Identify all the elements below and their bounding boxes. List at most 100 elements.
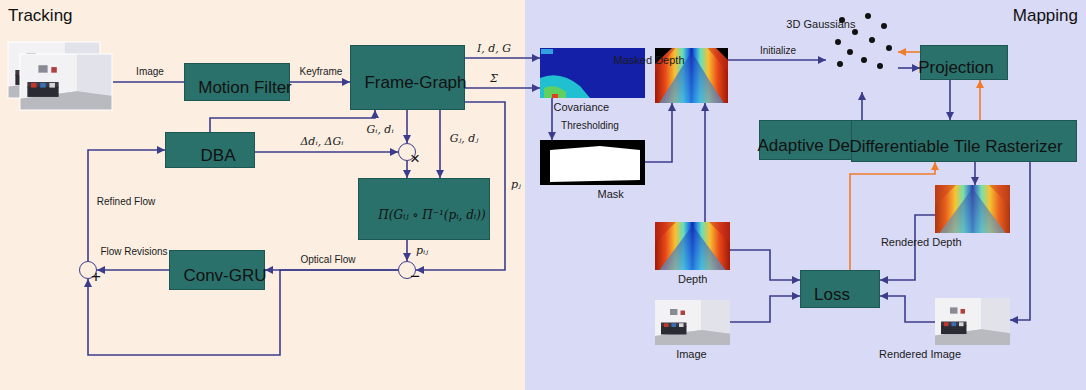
edge-label: Initialize [760, 45, 796, 57]
masked-depth-map [655, 48, 728, 103]
operator-symbol: + [91, 268, 101, 285]
flow-arrow [406, 161, 408, 178]
flow-arrow [728, 59, 826, 61]
edge-label: Refined Flow [97, 196, 155, 208]
process-box: Π(Gᵢⱼ ∘ Π⁻¹(pᵢ, dᵢ)) [358, 178, 490, 240]
gaussian-dot [835, 39, 841, 45]
gaussian-dot [877, 63, 883, 69]
gaussian-dot [837, 61, 843, 67]
process-box: Projection [920, 45, 1008, 80]
edge-label: I, d, G [477, 42, 511, 55]
process-box: Motion Filter [184, 63, 290, 101]
image-panel: Image [655, 300, 730, 345]
depth-map [655, 222, 730, 270]
image-caption: Covariance [554, 101, 610, 114]
image-panel: Mask [540, 140, 645, 185]
depth-map [935, 185, 1010, 233]
process-box: DBA [165, 132, 255, 168]
operator-symbol: × [410, 150, 420, 167]
box-label: Motion Filter [198, 78, 292, 98]
process-box: Conv-GRU [169, 250, 265, 290]
flow-arrow [97, 269, 169, 271]
image-caption: Depth [678, 273, 707, 286]
image-panel: 3D Gaussians [826, 12, 898, 92]
flow-arrow [290, 81, 350, 83]
stage-panel: MappingCovarianceMaskMasked Depth3D Gaus… [525, 0, 1086, 390]
operator-circle: − [398, 261, 416, 279]
panel-title: Tracking [8, 6, 73, 26]
rendered-depth-map [935, 185, 1010, 233]
flow-arrow [898, 67, 920, 69]
covariance-patch [541, 49, 553, 54]
image-caption: 3D Gaussians [786, 18, 855, 92]
image-caption: Image [676, 348, 707, 361]
image-arrow [113, 81, 190, 83]
masked-area [655, 48, 672, 64]
covariance-field [540, 48, 645, 98]
covariance-map [540, 48, 645, 98]
gaussian-dot [869, 37, 875, 43]
flow-arrow [406, 110, 408, 143]
box-label: Loss [814, 285, 850, 305]
edge-label: pᵢⱼ [416, 244, 428, 257]
edge-label: Thresholding [561, 120, 619, 132]
flow-arrow [551, 98, 553, 140]
frame-border [20, 54, 112, 110]
covariance-patch [540, 75, 590, 98]
edge-label: Keyframe [300, 66, 343, 78]
masked-area [716, 48, 728, 60]
gradient-arrow [979, 80, 981, 120]
image-caption: Mask [598, 188, 624, 201]
box-label: DBA [201, 146, 236, 166]
edge-label: Optical Flow [300, 254, 355, 266]
flow-arrow [974, 162, 976, 185]
mask-map [540, 140, 645, 185]
edge-label: pⱼ [511, 178, 521, 191]
operator-symbol: − [410, 268, 420, 285]
box-label: Projection [918, 58, 994, 78]
flow-arrow [465, 57, 540, 59]
process-box: Loss [800, 270, 880, 308]
edge-label: Σ [490, 72, 498, 85]
edge-label: Flow Revisions [100, 246, 167, 258]
operator-circle: + [79, 261, 97, 279]
input-frame [20, 54, 112, 110]
flow-arrow [406, 240, 408, 261]
arrow-label: Image [136, 66, 164, 78]
image-panel: Covariance [540, 48, 645, 98]
image-panel: Depth [655, 222, 730, 270]
image-frame [655, 300, 730, 345]
operator-circle: × [398, 143, 416, 161]
image-caption: Rendered Image [879, 348, 961, 361]
edge-label: Δdᵢ, ΔGᵢ [300, 135, 343, 148]
depth-map [655, 48, 728, 103]
gaussian-dot [847, 49, 853, 55]
panel-title: Mapping [1013, 6, 1078, 26]
box-label: Conv-GRU [183, 266, 266, 286]
box-label: Frame-Graph [364, 73, 466, 93]
gaussian-dot [886, 45, 892, 51]
flow-arrow [255, 151, 398, 153]
mask-region [550, 146, 640, 182]
render-tint [935, 185, 1010, 233]
flow-arrow [949, 80, 951, 120]
mask-ground [540, 140, 645, 185]
depth-map [655, 222, 730, 270]
image-panel: Rendered Image [935, 298, 1010, 345]
gaussian-dot [865, 13, 871, 19]
box-label: Π(Gᵢⱼ ∘ Π⁻¹(pᵢ, dᵢ)) [378, 208, 485, 222]
gaussian-dot [861, 57, 867, 63]
rendered-image-frame [935, 298, 1010, 345]
flow-arrow [465, 87, 540, 89]
edge-label: Gᵢ, dᵢ [366, 123, 393, 136]
process-box: Frame-Graph [350, 45, 465, 110]
flow-arrow [861, 92, 863, 120]
box-label: Differentiable Tile Rasterizer [849, 137, 1062, 157]
image-caption: Rendered Depth [881, 236, 962, 249]
process-box: Differentiable Tile Rasterizer [851, 120, 1077, 162]
gaussian-dot [881, 23, 887, 29]
flow-arrow [704, 103, 706, 222]
gradient-arrow [898, 51, 920, 53]
image-panel: Rendered Depth [935, 185, 1010, 233]
